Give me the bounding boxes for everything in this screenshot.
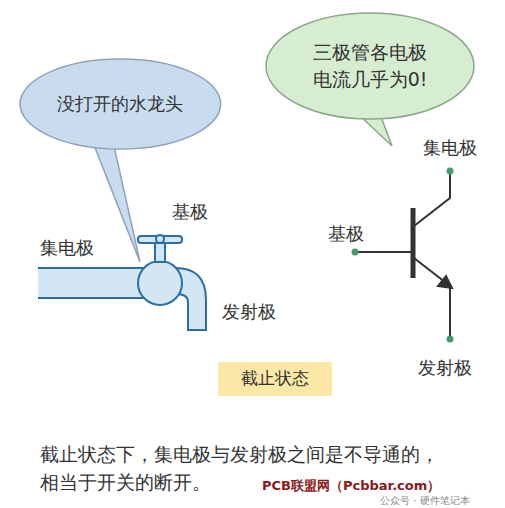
pin-name: 发射极 — [222, 300, 276, 324]
faucet — [38, 235, 206, 330]
bubble-text: 没打开的水龙头 — [57, 91, 183, 116]
water-pipe — [38, 268, 150, 298]
base-wire — [357, 251, 411, 253]
bubble-ellipse — [266, 13, 474, 119]
state-label: 截止状态 — [241, 367, 309, 391]
pin-name: 集电极 — [40, 236, 94, 260]
base-bar — [411, 208, 416, 278]
valve-stem — [155, 242, 165, 262]
watermark: 公众号 · 硬件笔记本 — [380, 494, 470, 508]
speech-bubble: 没打开的水龙头 — [19, 58, 222, 150]
box-rect — [218, 362, 332, 396]
speech-bubble: 三极管各电极 电流几乎为0! — [265, 12, 475, 120]
handle-knob — [156, 235, 164, 243]
pin-name: 发射极 — [418, 356, 472, 380]
transistor-symbol — [352, 168, 454, 343]
pin-name: 基极 — [172, 200, 208, 224]
collector-wire — [414, 172, 450, 226]
caption: 截止状态下，集电极与发射极之间是不导通的， 相当于开关的断开。 — [40, 441, 450, 496]
emitter-wire — [414, 258, 450, 338]
watermark: PCB联盟网（Pcbbar.com） — [262, 477, 440, 495]
bubble-ellipse — [20, 59, 221, 149]
bubble-tail — [92, 140, 140, 262]
emitter-arrow — [438, 276, 452, 288]
valve-handle — [138, 236, 182, 243]
base-terminal — [352, 249, 359, 256]
pin-name: 基极 — [328, 222, 364, 246]
state-box: 截止状态 — [218, 362, 332, 396]
bubble-outline — [265, 12, 475, 120]
valve-body — [138, 261, 182, 305]
bubble-text: 三极管各电极 电流几乎为0! — [305, 39, 435, 92]
collector-terminal — [447, 168, 454, 175]
pin-name: 集电极 — [423, 136, 477, 160]
emitter-terminal — [447, 336, 454, 343]
